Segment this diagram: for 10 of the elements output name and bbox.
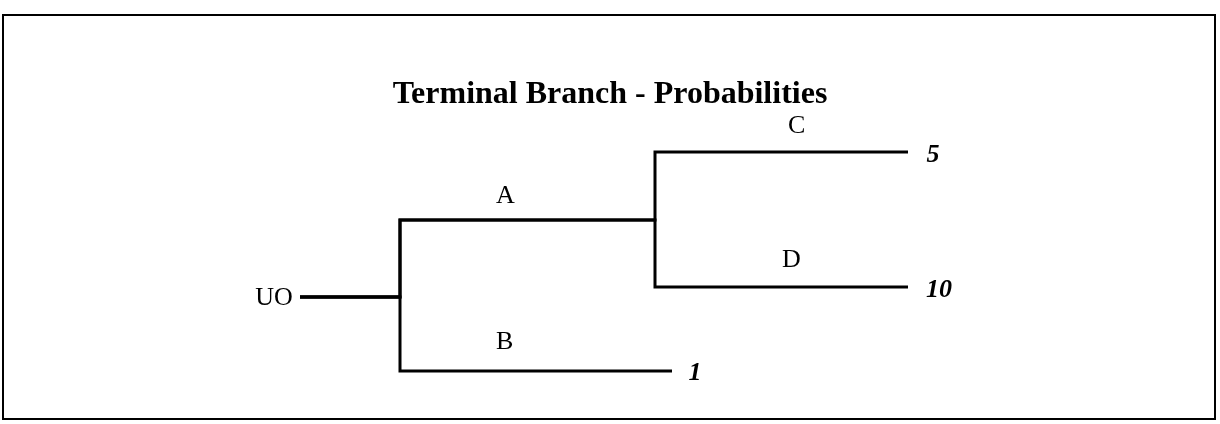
root-label: UO	[252, 282, 296, 312]
branch-label: A	[495, 182, 516, 208]
edge-label: C	[787, 112, 807, 138]
edge-label: D	[781, 246, 802, 272]
edge-label: B	[495, 328, 515, 354]
outcome-value: 10	[918, 273, 960, 305]
outcome-value: 1	[682, 356, 708, 388]
outcome-value: 5	[918, 138, 948, 170]
title: Terminal Branch - Probabilities	[391, 76, 829, 108]
branch-line	[300, 295, 672, 373]
